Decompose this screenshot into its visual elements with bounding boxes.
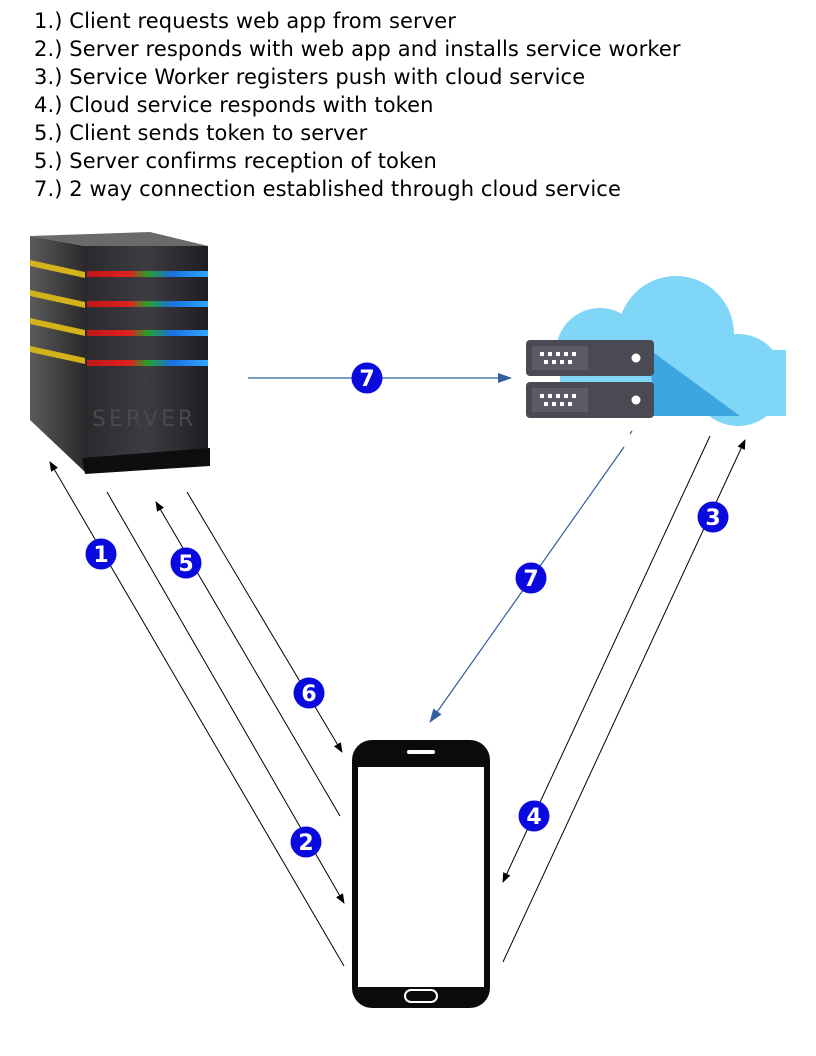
- phone-screen: [358, 767, 484, 987]
- svg-text:3: 3: [705, 506, 720, 531]
- step-7: 7.) 2 way connection established through…: [34, 177, 621, 201]
- badge-1: 1: [85, 538, 117, 570]
- svg-text:7: 7: [359, 367, 374, 392]
- badge-7-top: 7: [351, 362, 383, 394]
- svg-text:7: 7: [523, 567, 538, 592]
- step-6: 5.) Server confirms reception of token: [34, 149, 437, 173]
- badge-4: 4: [518, 800, 550, 832]
- server-label: SERVER: [92, 407, 196, 432]
- arrow-step-6: [186, 491, 343, 753]
- step-2: 2.) Server responds with web app and ins…: [34, 37, 681, 61]
- badge-3: 3: [697, 501, 729, 533]
- badge-7-right: 7: [515, 562, 547, 594]
- steps-list: 1.) Client requests web app from server …: [34, 7, 681, 203]
- badge-5: 5: [170, 547, 202, 579]
- step-5: 5.) Client sends token to server: [34, 121, 368, 145]
- cloud-server-icon: [526, 276, 786, 426]
- step-3: 3.) Service Worker registers push with c…: [34, 65, 586, 89]
- step-1: 1.) Client requests web app from server: [34, 9, 457, 33]
- arrow-step-1: [49, 461, 345, 967]
- svg-text:1: 1: [93, 543, 108, 568]
- svg-text:6: 6: [301, 682, 316, 707]
- svg-text:5: 5: [178, 552, 193, 577]
- badge-6: 6: [293, 677, 325, 709]
- step-4: 4.) Cloud service responds with token: [34, 93, 434, 117]
- badge-2: 2: [290, 826, 322, 858]
- smartphone-icon: [352, 740, 490, 1008]
- svg-text:2: 2: [298, 831, 313, 856]
- svg-text:4: 4: [526, 805, 541, 830]
- server-tower-icon: SERVER: [30, 232, 210, 474]
